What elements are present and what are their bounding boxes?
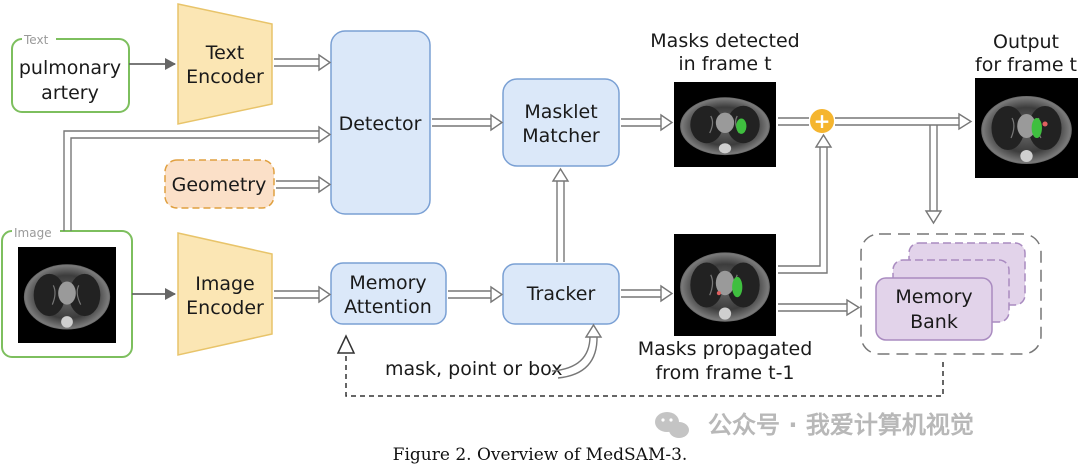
text-encoder-label-2: Encoder (186, 66, 264, 88)
head-propagated-membank (846, 298, 861, 317)
memory-attention-box (330, 262, 447, 325)
memory-bank-label-2: Bank (910, 311, 958, 333)
arrow-plus-to-output (835, 117, 960, 126)
output-image (974, 77, 1079, 179)
arrow-memattn-to-tracker (448, 290, 492, 299)
arrow-geometry-to-detector (276, 180, 320, 189)
text-prompt-line2: artery (41, 82, 99, 104)
output-label-1: Output (993, 31, 1059, 53)
masklet-matcher-label-1: Masklet (524, 101, 597, 123)
head-imgenc-memattn (318, 285, 332, 304)
masks-propagated-label-2: from frame t-1 (655, 362, 794, 384)
memory-attention-label-2: Attention (344, 296, 432, 318)
arrow-propagated-to-membank (778, 303, 848, 312)
arrow-detector-to-matcher (432, 118, 492, 127)
head-memattn-tracker (490, 285, 504, 304)
arrow-prompt-to-tracker (551, 335, 598, 379)
tracker-label: Tracker (526, 283, 596, 305)
plus-junction-symbol: + (814, 109, 831, 133)
masklet-matcher-label-2: Matcher (522, 125, 600, 147)
geometry-label: Geometry (172, 174, 267, 196)
head-tracker-matcher (551, 167, 570, 182)
arrow-output-to-membank (929, 125, 938, 212)
tracker-box (502, 263, 620, 325)
head-detector-matcher (490, 113, 504, 132)
arrow-imgenc-to-memattn (274, 290, 320, 299)
plus-junction (810, 109, 834, 133)
geometry-box (164, 159, 275, 209)
head-propagated-plus (814, 133, 833, 148)
memory-feedback-dashed-line (345, 352, 944, 397)
text-encoder-label-1: Text (205, 42, 244, 64)
head-plus-output (958, 112, 973, 131)
image-input-tag: Image (14, 226, 52, 240)
text-input-tag: Text (23, 33, 49, 47)
text-prompt-line1: pulmonary (19, 57, 121, 79)
detector-box (330, 30, 431, 215)
wechat-icon (655, 412, 689, 438)
detected-mask-image (673, 81, 777, 168)
head-geometry-detector (318, 175, 332, 194)
arrow-propagated-to-plus (778, 146, 828, 274)
memory-feedback-arrowhead (336, 334, 356, 354)
detector-label: Detector (339, 113, 422, 135)
masks-propagated-label-1: Masks propagated (638, 338, 813, 360)
image-encoder-label-2: Encoder (186, 297, 264, 319)
image-encoder-shape (177, 232, 273, 356)
arrow-matcher-to-detected (621, 118, 662, 127)
head-matcher-detected (660, 113, 674, 132)
arrow-tracker-to-matcher (556, 180, 565, 262)
masks-detected-label-1: Masks detected (650, 30, 799, 52)
output-label-2: for frame t (975, 54, 1077, 76)
head-image-detector (318, 125, 332, 144)
image-encoder-label-1: Image (195, 273, 255, 295)
prompt-label: mask, point or box (385, 358, 562, 380)
memory-bank-label-1: Memory (895, 286, 972, 308)
arrow-tracker-to-propagated (621, 289, 662, 298)
memory-attention-label-1: Memory (349, 272, 426, 294)
text-encoder-shape (177, 3, 273, 125)
text-input-box (11, 38, 130, 113)
arrow-image-to-detector (63, 130, 320, 231)
arrow-detected-to-plus (778, 117, 809, 126)
watermark-text: 公众号 · 我爱计算机视觉 (708, 411, 974, 439)
head-prompt-tracker (584, 323, 603, 338)
masks-detected-label-2: in frame t (678, 53, 771, 75)
head-output-membank (924, 210, 943, 225)
arrow-textenc-to-detector (274, 58, 320, 67)
head-tracker-propagated (660, 284, 674, 303)
head-textenc-detector (318, 53, 332, 72)
memory-bank-group (860, 233, 1042, 355)
input-ct-image (17, 246, 117, 344)
figure-caption: Figure 2. Overview of MedSAM-3. (393, 445, 688, 465)
memory-bank-card-1 (875, 277, 993, 341)
propagated-mask-image (673, 233, 777, 337)
